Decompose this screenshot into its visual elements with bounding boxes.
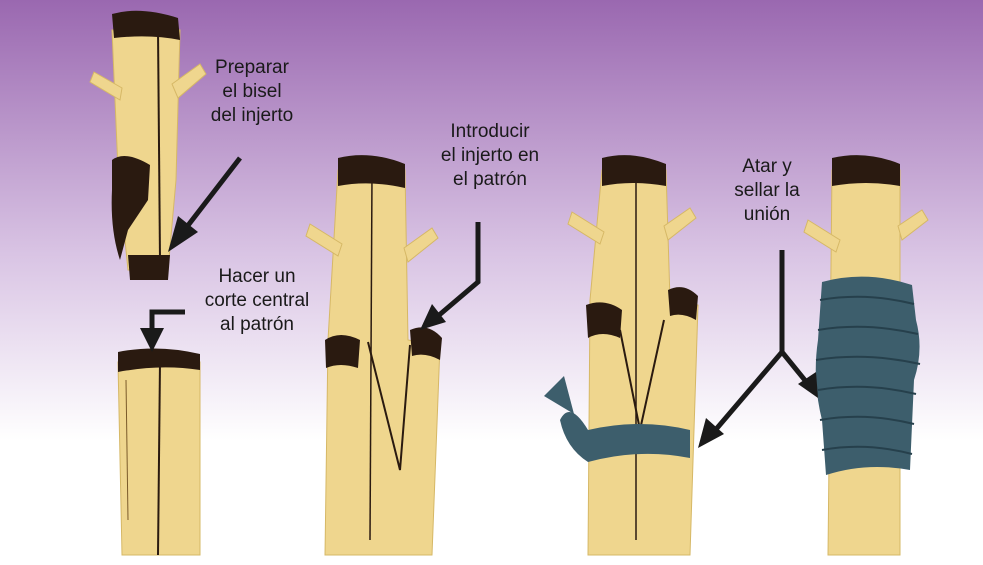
label-tie-seal-line-3: unión — [712, 203, 822, 227]
label-prepare-bevel-line-3: del injerto — [196, 104, 308, 128]
stock-center-cut — [118, 348, 200, 555]
label-center-cut-line-1: Hacer un — [182, 265, 332, 289]
label-tie-seal-line-2: sellar la — [712, 179, 822, 203]
label-center-cut-line-3: al patrón — [182, 313, 332, 337]
label-insert-scion-line-2: el injerto en — [420, 144, 560, 168]
label-tie-seal: Atar y sellar la unión — [712, 155, 822, 227]
label-insert-scion-line-1: Introducir — [420, 120, 560, 144]
label-center-cut-line-2: corte central — [182, 289, 332, 313]
label-prepare-bevel: Preparar el bisel del injerto — [196, 56, 308, 128]
label-tie-seal-line-1: Atar y — [712, 155, 822, 179]
label-center-cut: Hacer un corte central al patrón — [182, 265, 332, 337]
label-prepare-bevel-line-2: el bisel — [196, 80, 308, 104]
label-insert-scion: Introducir el injerto en el patrón — [420, 120, 560, 192]
label-prepare-bevel-line-1: Preparar — [196, 56, 308, 80]
label-insert-scion-line-3: el patrón — [420, 168, 560, 192]
